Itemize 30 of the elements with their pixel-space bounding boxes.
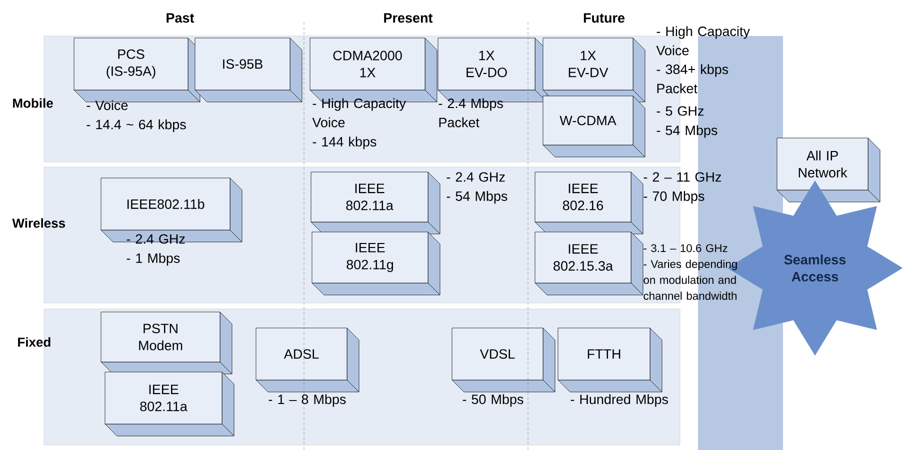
column-heading: Past bbox=[166, 13, 194, 23]
note-text: - 54 Mbps bbox=[656, 125, 718, 138]
column-heading: Future bbox=[584, 13, 625, 23]
block-3d: All IP Network bbox=[776, 138, 880, 202]
block-3d: IEEE 802.16 bbox=[534, 172, 644, 234]
block-3d: IEEE 802.11a bbox=[310, 172, 440, 234]
column-heading: Present bbox=[384, 13, 433, 23]
block-3d: 1X EV-DV bbox=[542, 38, 646, 102]
block-3d: IEEE 802.11g bbox=[312, 232, 440, 296]
block-3d: W-CDMA bbox=[542, 96, 646, 158]
note-text: - 2.4 GHz - 1 Mbps bbox=[126, 234, 185, 266]
note-text: - 2.4 GHz - 54 Mbps bbox=[446, 172, 508, 204]
note-text: - Voice - 14.4 ~ 64 kbps bbox=[86, 100, 186, 132]
block-3d: PSTN Modem bbox=[100, 312, 232, 374]
row-heading: Wireless bbox=[12, 218, 66, 228]
block-3d: IEEE 802.11a bbox=[104, 372, 234, 436]
block-3d: FTTH bbox=[558, 328, 662, 392]
note-text: - Hundred Mbps bbox=[570, 394, 668, 407]
row-heading: Fixed bbox=[18, 337, 50, 347]
block-3d: ADSL bbox=[256, 328, 360, 392]
note-text: - High Capacity Voice bbox=[656, 26, 750, 56]
row-heading: Mobile bbox=[13, 98, 53, 108]
note-text: - 5 GHz bbox=[656, 106, 704, 116]
block-3d: VDSL bbox=[452, 328, 556, 392]
note-text: - 50 Mbps bbox=[462, 394, 524, 407]
block-3d: IS-95B bbox=[194, 38, 302, 102]
note-text: - 2 – 11 GHz - 70 Mbps bbox=[644, 172, 722, 204]
block-3d: IEEE 802.15.3a bbox=[534, 232, 644, 296]
note-text: - 1 – 8 Mbps bbox=[268, 394, 346, 407]
note-text: - 384+ kbps Packet bbox=[656, 64, 728, 94]
